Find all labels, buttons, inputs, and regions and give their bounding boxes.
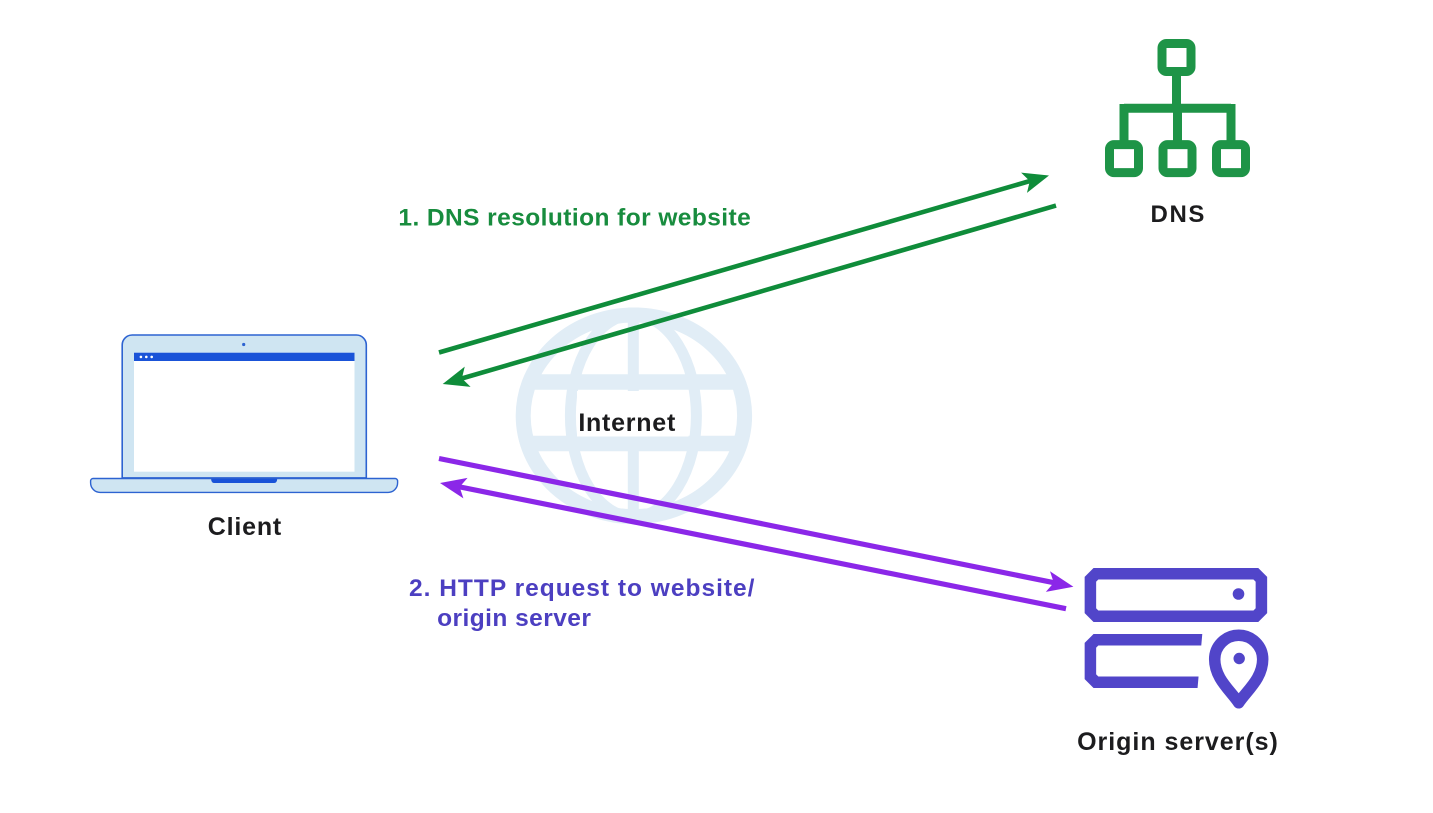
svg-text:DNS: DNS [1151, 201, 1206, 228]
svg-text:origin server: origin server [437, 605, 591, 632]
svg-text:2. HTTP request to website/: 2. HTTP request to website/ [409, 575, 755, 602]
svg-text:Origin server(s): Origin server(s) [1077, 728, 1279, 756]
svg-text:Internet: Internet [578, 409, 676, 437]
svg-text:Client: Client [208, 513, 282, 541]
svg-text:1. DNS resolution for website: 1. DNS resolution for website [398, 204, 751, 231]
